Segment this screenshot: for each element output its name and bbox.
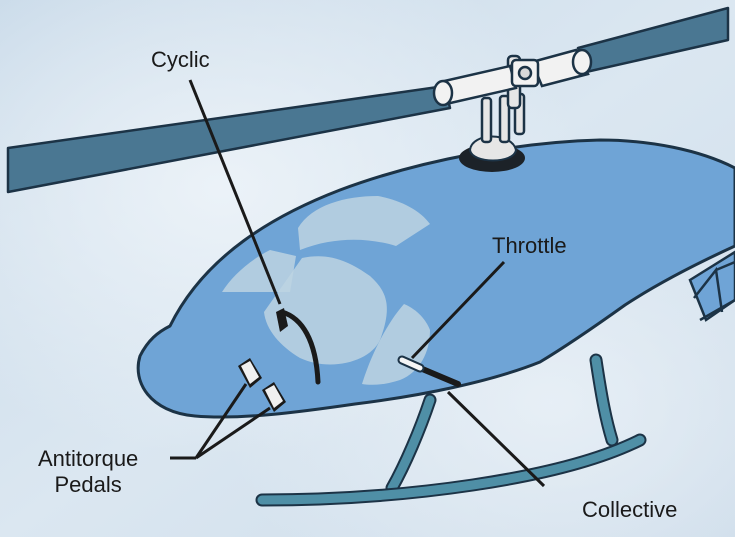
label-cyclic: Cyclic [151, 47, 210, 73]
label-antitorque-pedals: Antitorque Pedals [38, 446, 138, 498]
label-collective: Collective [582, 497, 677, 523]
label-throttle: Throttle [492, 233, 567, 259]
label-antitorque-line1: Antitorque [38, 446, 138, 472]
label-antitorque-line2: Pedals [38, 472, 138, 498]
